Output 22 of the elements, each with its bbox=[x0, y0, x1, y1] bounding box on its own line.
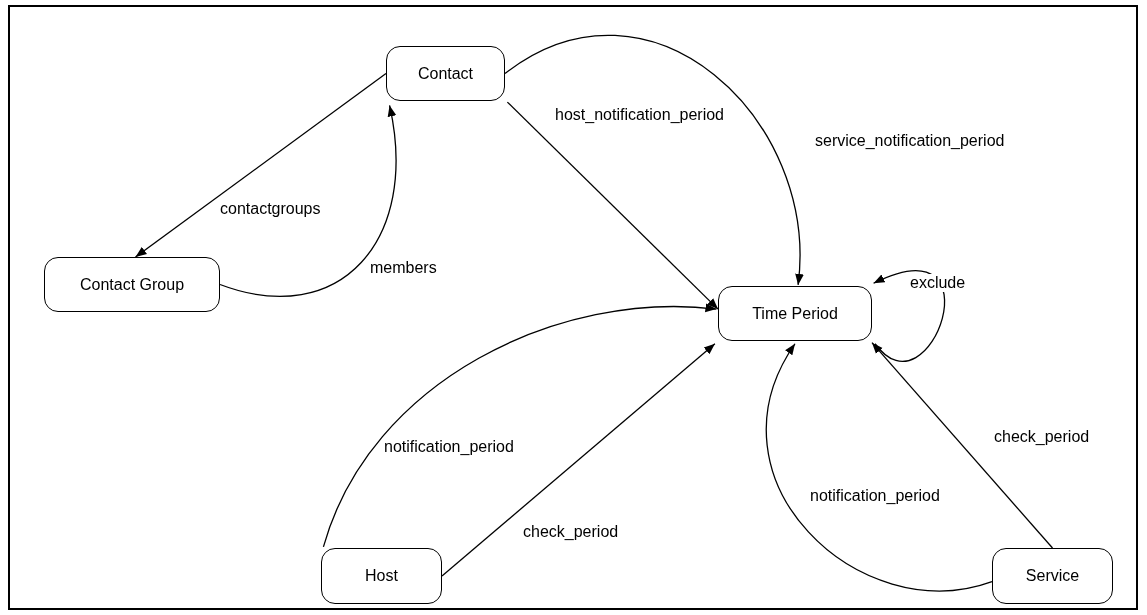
edge-label: contactgroups bbox=[218, 200, 323, 218]
entity-box: Contact bbox=[386, 46, 505, 101]
arrow bbox=[441, 343, 716, 577]
edge-label: notification_period bbox=[808, 487, 942, 505]
edge-label: host_notification_period bbox=[553, 106, 726, 124]
arrow bbox=[134, 72, 387, 258]
arrow bbox=[766, 343, 993, 591]
arrow bbox=[322, 304, 718, 548]
arrow bbox=[871, 342, 1054, 549]
edge-label: exclude bbox=[908, 274, 968, 292]
edge-label: service_notification_period bbox=[813, 132, 1007, 150]
edge-label: check_period bbox=[521, 523, 621, 541]
entity-box: Time Period bbox=[718, 286, 872, 341]
arrow bbox=[872, 270, 946, 362]
entity-box: Service bbox=[992, 548, 1113, 604]
arrow bbox=[504, 34, 803, 286]
edge-label: check_period bbox=[992, 428, 1092, 446]
entity-box: Contact Group bbox=[44, 257, 220, 312]
arrow bbox=[506, 101, 719, 310]
arrow bbox=[219, 104, 397, 298]
edge-label: notification_period bbox=[382, 438, 516, 456]
entity-box: Host bbox=[321, 548, 442, 604]
